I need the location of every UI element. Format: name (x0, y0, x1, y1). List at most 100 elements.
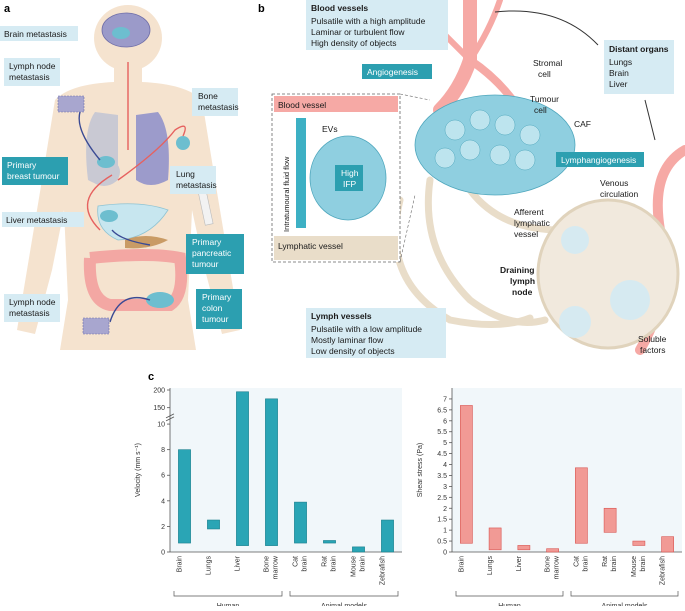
category-label: Brain (458, 556, 465, 572)
category-label: Mouse (351, 556, 358, 577)
y-tick-label: 200 (153, 388, 165, 395)
tumour-cell-label-2: cell (534, 105, 547, 115)
panel-a: a (0, 3, 244, 350)
venous-circulation-label: Venous (600, 178, 628, 188)
range-bar (575, 467, 588, 544)
y-tick-label: 4 (161, 498, 165, 505)
panel-b-letter: b (258, 3, 265, 15)
svg-text:Lymph node: Lymph node (9, 297, 56, 307)
inset-lymphatic-vessel (274, 236, 398, 260)
svg-text:Pulsatile with a high amplitud: Pulsatile with a high amplitude (311, 16, 426, 26)
label-liver-metastasis: Liver metastasis (2, 212, 84, 227)
y-tick-label: 0 (443, 550, 447, 557)
label-bone-metastasis: Bone metastasis (192, 88, 239, 116)
brain-metastasis-cluster (112, 27, 130, 39)
intratumoural-inset: Blood vessel Lymphatic vessel EVs High I… (271, 93, 431, 263)
evs-label: EVs (322, 124, 338, 134)
svg-text:Primary: Primary (192, 237, 222, 247)
y-tick-label: 10 (157, 422, 165, 429)
category-label: marrow (554, 555, 561, 579)
range-bar (661, 536, 674, 553)
label-brain-metastasis: Brain metastasis (0, 26, 78, 41)
inset-connector (399, 93, 431, 263)
group-bracket (570, 591, 679, 597)
lymph-node-follicle (610, 280, 650, 320)
y-tick-label: 5.5 (437, 429, 447, 436)
y-tick-label: 7 (443, 396, 447, 403)
y-tick-label: 0 (161, 550, 165, 557)
svg-text:colon: colon (202, 303, 223, 313)
category-label: brain (360, 556, 367, 572)
category-label: Cat (293, 556, 300, 567)
group-bracket (289, 591, 399, 597)
range-bar (294, 501, 307, 544)
panel-b: b (258, 0, 685, 358)
label-lymph-node-metastasis-bottom: Lymph node metastasis (4, 294, 60, 322)
svg-text:Low density of objects: Low density of objects (311, 346, 395, 356)
lymph-node-top (57, 95, 85, 113)
lymphangiogenesis-label: Lymphangiogenesis (556, 152, 644, 167)
svg-text:metastasis: metastasis (9, 72, 50, 82)
afferent-label-3: vessel (514, 229, 538, 239)
category-label: Mouse (631, 556, 638, 577)
colon-tumour-cluster (146, 292, 174, 308)
category-label: Bone (545, 556, 552, 572)
svg-text:Angiogenesis: Angiogenesis (367, 67, 418, 77)
svg-text:Blood vessels: Blood vessels (311, 3, 368, 13)
category-label: brain (582, 556, 589, 572)
bone-metastasis-cluster (176, 136, 190, 150)
venous-circulation-label-2: circulation (600, 189, 639, 199)
svg-text:Lymph node: Lymph node (9, 61, 56, 71)
range-bar (236, 391, 249, 546)
arrow-venous-to-distant (644, 99, 656, 141)
svg-text:metastasis: metastasis (198, 102, 239, 112)
svg-text:metastasis: metastasis (9, 308, 50, 318)
afferent-label-2: lymphatic (514, 218, 551, 228)
range-bar (632, 540, 646, 546)
label-lung-metastasis: Lung metastasis (170, 166, 217, 194)
category-label: marrow (273, 555, 280, 579)
y-tick-label: 4 (443, 462, 447, 469)
high-ifp-badge (335, 165, 363, 191)
panel-a-letter: a (4, 3, 11, 15)
chart-plot-area (170, 388, 402, 552)
distant-organs-callout: Distant organs Lungs Brain Liver (604, 40, 674, 94)
lymph-vessels-callout: Lymph vessels Pulsatile with a low ampli… (306, 308, 446, 358)
y-tick-label: 2 (161, 524, 165, 531)
svg-text:Lung: Lung (176, 169, 195, 179)
y-axis-label: Velocity (mm s⁻¹) (135, 443, 142, 497)
svg-text:Bone: Bone (198, 91, 218, 101)
svg-text:Brain metastasis: Brain metastasis (4, 29, 67, 39)
category-label: Bone (264, 556, 271, 572)
category-label: brain (331, 556, 338, 572)
svg-text:Liver metastasis: Liver metastasis (6, 215, 67, 225)
y-tick-label: 6 (443, 418, 447, 425)
svg-text:Lungs: Lungs (609, 57, 632, 67)
pancreas (125, 236, 168, 249)
label-primary-breast-tumour: Primary breast tumour (2, 157, 68, 185)
y-tick-label: 3 (443, 484, 447, 491)
y-tick-label: 150 (153, 405, 165, 412)
svg-text:Laminar or turbulent flow: Laminar or turbulent flow (311, 27, 405, 37)
y-tick-label: 0.5 (437, 539, 447, 546)
svg-text:Distant organs: Distant organs (609, 44, 669, 54)
range-bar (381, 519, 394, 553)
y-tick-label: 2 (443, 506, 447, 513)
label-primary-colon-tumour: Primary colon tumour (196, 289, 242, 329)
svg-text:tumour: tumour (202, 314, 229, 324)
y-tick-label: 4.5 (437, 451, 447, 458)
range-bar (460, 405, 473, 544)
breast-tumour-cluster (97, 156, 115, 168)
svg-text:High density of objects: High density of objects (311, 38, 397, 48)
caf-label: CAF (574, 119, 591, 129)
liver-metastasis-cluster (100, 210, 118, 222)
stromal-cell-label-2: cell (538, 69, 551, 79)
tumour-mass (414, 94, 576, 196)
y-tick-label: 6.5 (437, 407, 447, 414)
label-lymph-node-metastasis-top: Lymph node metastasis (4, 58, 60, 86)
svg-text:High: High (341, 168, 359, 178)
inset-blood-vessel (274, 96, 398, 112)
y-tick-label: 6 (161, 473, 165, 480)
svg-text:Lymph vessels: Lymph vessels (311, 311, 372, 321)
